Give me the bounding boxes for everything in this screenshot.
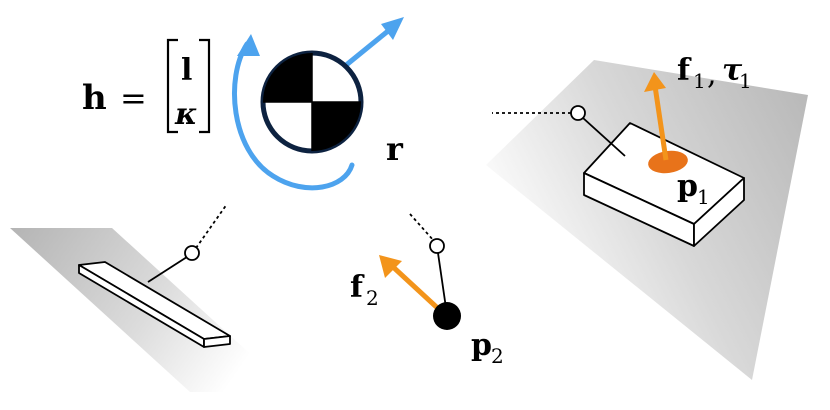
bracket-left bbox=[166, 38, 178, 134]
r-label: r bbox=[386, 130, 404, 168]
center-of-mass bbox=[231, 17, 404, 191]
f2-subscript: 2 bbox=[366, 286, 379, 310]
p1-label: p 1 bbox=[677, 169, 710, 209]
force-arrow-f1 bbox=[652, 85, 669, 161]
force-arrow-f2 bbox=[390, 264, 446, 316]
f2-label: f 2 bbox=[350, 270, 379, 310]
f2-symbol: f bbox=[350, 270, 365, 305]
p1-subscript: 1 bbox=[697, 185, 710, 209]
h-bottom-entry: κ bbox=[174, 97, 198, 132]
point-contact bbox=[379, 213, 461, 330]
right-foot-sole bbox=[583, 122, 745, 247]
p1-symbol: p bbox=[677, 169, 698, 204]
right-sole-joint bbox=[570, 105, 586, 121]
p2-subscript: 2 bbox=[491, 344, 504, 368]
left-sole-link bbox=[147, 254, 191, 283]
h-top-entry: l bbox=[181, 53, 192, 88]
linear-momentum-arrow-head bbox=[381, 17, 404, 40]
left-sole-joint bbox=[184, 245, 200, 261]
com-quadrant-top-left bbox=[263, 53, 312, 102]
tau1-subscript: 1 bbox=[739, 69, 752, 93]
rotation-arrow-icon bbox=[231, 41, 355, 191]
right-contact-plane bbox=[486, 60, 808, 380]
bracket-right bbox=[199, 38, 211, 134]
linear-momentum-arrow bbox=[343, 29, 390, 68]
rotation-arrow-head bbox=[237, 34, 260, 56]
momentum-equation: h = l κ bbox=[82, 38, 211, 134]
left-sole-dotted-link bbox=[195, 203, 228, 249]
f1-subscript: 1 bbox=[693, 69, 706, 93]
left-foot-sole bbox=[78, 261, 231, 348]
point-contact-link bbox=[437, 252, 447, 309]
f1-symbol: f bbox=[677, 53, 692, 88]
contact-patch-p1 bbox=[648, 150, 688, 174]
force-arrow-f1-head bbox=[644, 72, 666, 92]
com-quadrant-bottom-right bbox=[312, 102, 361, 151]
point-dotted-link bbox=[409, 213, 435, 242]
point-contact-joint bbox=[429, 238, 445, 254]
left-contact-plane bbox=[10, 203, 292, 392]
tau1-symbol: τ bbox=[722, 53, 743, 88]
p2-symbol: p bbox=[471, 328, 492, 363]
equals-sign: = bbox=[120, 79, 147, 117]
p2-label: p 2 bbox=[471, 328, 504, 368]
f1-comma: , bbox=[707, 57, 717, 92]
right-sole-link bbox=[582, 117, 626, 157]
h-symbol: h bbox=[82, 78, 107, 118]
point-contact-icon bbox=[433, 302, 461, 330]
f1-tau1-label: f 1 , τ 1 bbox=[677, 53, 752, 93]
force-arrow-f2-head bbox=[379, 255, 402, 278]
